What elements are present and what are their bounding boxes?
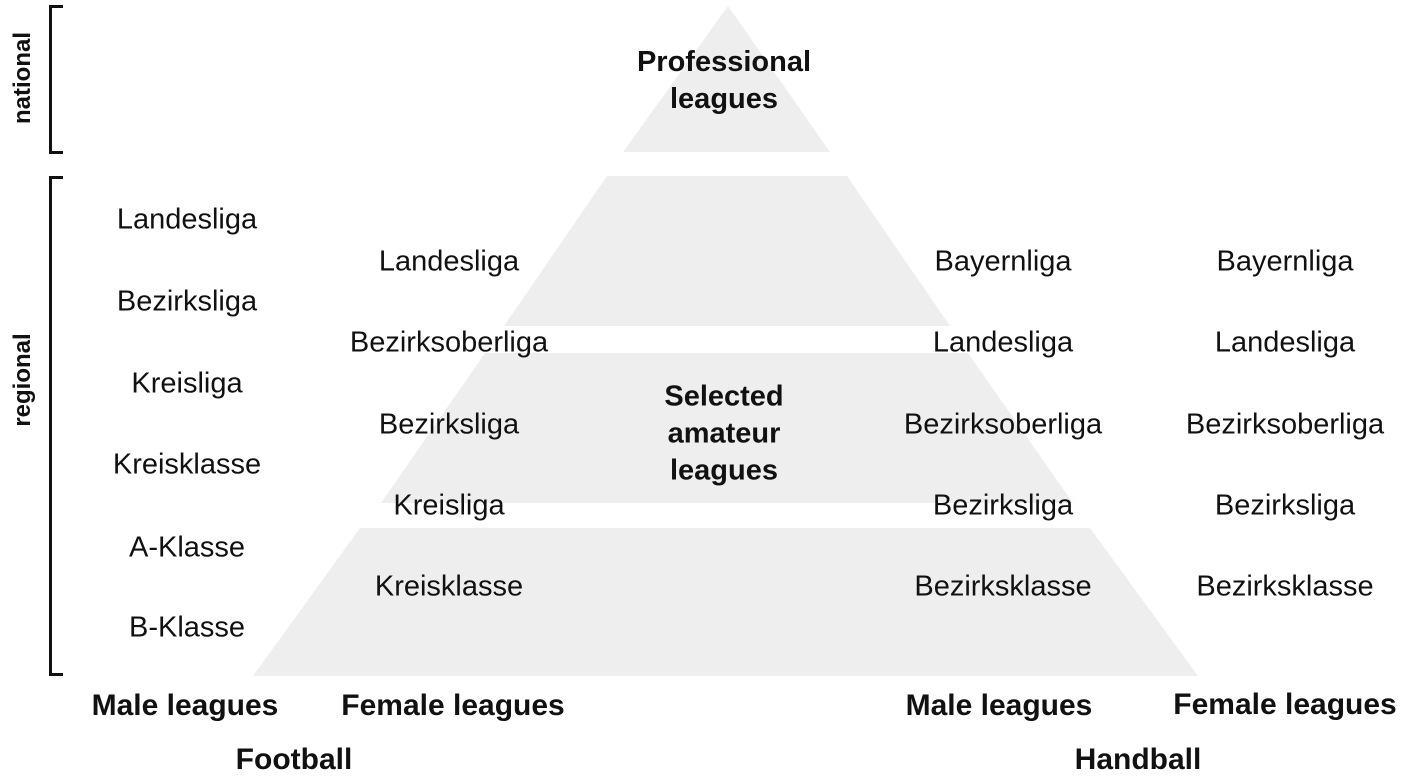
league-label: Kreisklasse <box>112 448 262 481</box>
league-label: Bayernliga <box>1216 245 1354 278</box>
handball-female-header: Female leagues <box>1173 688 1397 721</box>
league-label: Kreisklasse <box>374 570 524 603</box>
pyramid-tier-upper-amateur <box>504 176 950 326</box>
league-label: Bezirksklasse <box>1196 570 1374 603</box>
pyramid-tier-selected-amateur <box>381 353 1073 503</box>
selected-amateur-leagues-label: Selected amateur leagues <box>664 380 784 487</box>
league-label: Bezirksliga <box>1214 489 1356 522</box>
league-label: Bezirksoberliga <box>349 326 549 359</box>
football-title: Football <box>235 743 353 776</box>
league-label: Landesliga <box>1214 326 1356 359</box>
pyramid-tier-professional <box>623 6 830 152</box>
league-label: Kreisliga <box>131 367 243 400</box>
league-label: Bezirksklasse <box>914 570 1092 603</box>
league-label: Landesliga <box>932 326 1074 359</box>
football-male-header: Male leagues <box>91 689 279 722</box>
league-label: Bayernliga <box>934 245 1072 278</box>
league-label: Bezirksoberliga <box>1185 408 1385 441</box>
professional-leagues-label: Professional leagues <box>636 45 812 115</box>
league-label: Bezirksliga <box>116 285 258 318</box>
league-label: A-Klasse <box>128 531 246 564</box>
national-scale-label: national <box>9 31 36 125</box>
handball-title: Handball <box>1074 743 1202 776</box>
national-bracket <box>49 5 63 154</box>
league-label: Kreisliga <box>393 489 505 522</box>
regional-bracket <box>49 176 63 676</box>
league-label: Bezirksoberliga <box>903 408 1103 441</box>
league-label: Landesliga <box>116 203 258 236</box>
league-label: B-Klasse <box>128 611 246 644</box>
football-female-header: Female leagues <box>341 689 565 722</box>
handball-male-header: Male leagues <box>905 689 1093 722</box>
pyramid-tier-lower-amateur <box>253 528 1198 676</box>
regional-scale-label: regional <box>9 333 36 427</box>
league-label: Bezirksliga <box>378 408 520 441</box>
league-label: Bezirksliga <box>932 489 1074 522</box>
league-label: Landesliga <box>378 245 520 278</box>
